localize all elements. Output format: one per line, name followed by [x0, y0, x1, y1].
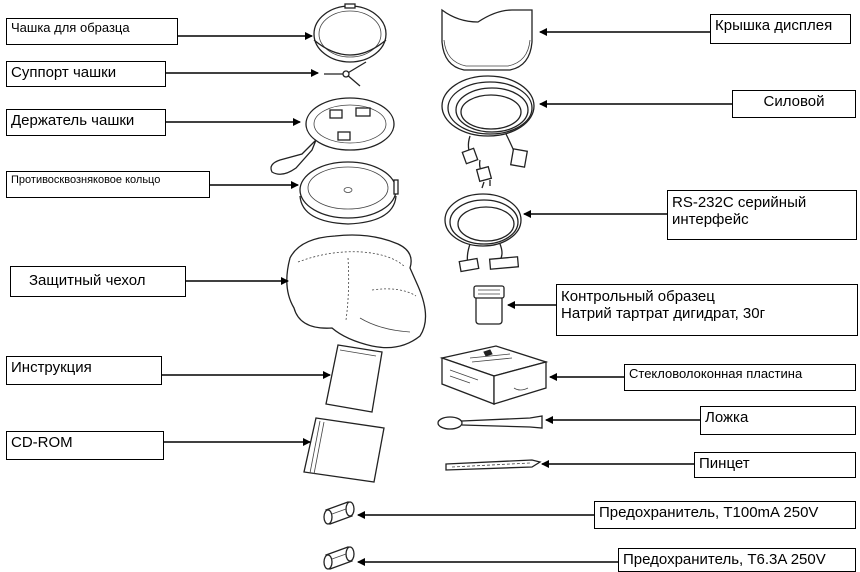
label-rs232c-line1: RS-232C серийный: [672, 194, 807, 211]
label-pan-holder: Держатель чашки: [6, 109, 166, 136]
fuse-2-illustration: [323, 546, 355, 570]
label-spoon: Ложка: [700, 406, 856, 435]
rs232c-cable-illustration: [444, 193, 522, 273]
cd-rom-illustration: [303, 417, 385, 483]
label-fuse-100ma: Предохранитель, T100mA 250V: [594, 501, 856, 529]
label-rs232c: RS-232C серийный интерфейс: [667, 190, 857, 240]
label-cd-rom: CD-ROM: [6, 431, 164, 460]
spoon-illustration: [437, 415, 543, 430]
leader-lines: [162, 28, 732, 566]
pan-support-illustration: [324, 61, 367, 87]
label-power-cord: Силовой: [732, 90, 856, 118]
label-fuse-6-3a: Предохранитель, T6.3A 250V: [618, 548, 856, 572]
label-rs232c-line2: интерфейс: [672, 211, 749, 229]
label-dust-cover: Защитный чехол: [10, 266, 186, 297]
anti-draft-ring-illustration: [299, 161, 399, 225]
label-draft-ring: Противосквозняковое кольцо: [6, 171, 210, 198]
label-sample-pan: Чашка для образца: [6, 18, 178, 45]
label-control-sample-line1: Контрольный образец: [561, 288, 715, 305]
label-display-cover: Крышка дисплея: [710, 14, 851, 44]
control-sample-bottle-illustration: [473, 285, 505, 325]
label-tweezers: Пинцет: [694, 452, 856, 478]
label-glass-fiber-sheet: Стекловолоконная пластина: [624, 364, 856, 391]
label-control-sample: Контрольный образец Натрий тартрат дигид…: [556, 284, 858, 336]
label-control-sample-line2: Натрий тартрат дигидрат, 30г: [561, 305, 766, 323]
pan-holder-illustration: [270, 97, 395, 175]
fuse-1-illustration: [323, 501, 355, 525]
label-pan-support: Суппорт чашки: [6, 61, 166, 87]
manual-illustration: [325, 344, 383, 413]
glass-fiber-box-illustration: [439, 345, 549, 405]
dust-cover-illustration: [286, 234, 427, 349]
tweezers-illustration: [445, 459, 542, 471]
power-cord-illustration: [441, 75, 535, 189]
display-cover-illustration: [441, 8, 533, 71]
label-manual: Инструкция: [6, 356, 162, 385]
sample-pan-illustration: [313, 3, 387, 63]
